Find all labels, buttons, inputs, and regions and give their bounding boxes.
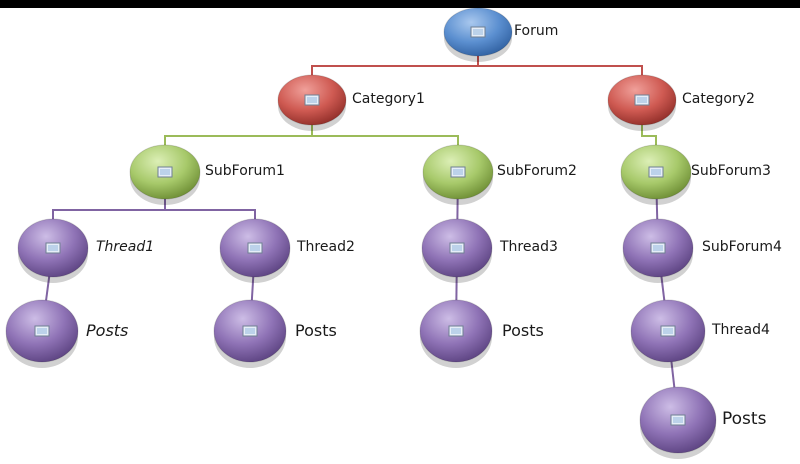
image-placeholder-icon [449,242,465,254]
image-placeholder-icon [670,414,686,426]
image-placeholder-icon [157,166,173,178]
node-forum [443,7,513,62]
image-placeholder-icon [650,242,666,254]
node-posts4 [639,386,717,459]
node-subforum3 [620,144,692,205]
node-posts3 [419,299,493,368]
node-label-posts2: Posts [295,321,337,340]
node-label-subforum3: SubForum3 [691,163,771,179]
node-label-posts4: Posts [722,409,767,429]
image-placeholder-icon [242,325,258,337]
node-thread4 [630,299,706,368]
node-label-subforum2: SubForum2 [497,163,577,179]
top-black-bar [0,0,800,8]
node-posts2 [213,299,287,368]
image-placeholder-icon [634,94,650,106]
node-posts1 [5,299,79,368]
node-label-subforum1: SubForum1 [205,163,285,179]
image-placeholder-icon [304,94,320,106]
node-label-posts1: Posts [86,321,129,340]
node-category2 [607,74,677,131]
node-subforum2 [422,144,494,205]
node-subforum4 [622,218,694,283]
node-label-thread1: Thread1 [96,239,155,255]
node-thread3 [421,218,493,283]
node-label-thread4: Thread4 [712,322,770,338]
node-label-forum: Forum [514,23,559,39]
image-placeholder-icon [34,325,50,337]
node-label-thread2: Thread2 [297,239,355,255]
node-label-category2: Category2 [682,91,755,107]
image-placeholder-icon [660,325,676,337]
node-label-thread3: Thread3 [500,239,558,255]
image-placeholder-icon [470,26,486,38]
node-category1 [277,74,347,131]
image-placeholder-icon [45,242,61,254]
image-placeholder-icon [448,325,464,337]
node-thread2 [219,218,291,283]
node-subforum1 [129,144,201,205]
image-placeholder-icon [247,242,263,254]
node-thread1 [17,218,89,283]
node-label-subforum4: SubForum4 [702,239,782,255]
node-label-category1: Category1 [352,91,425,107]
node-label-posts3: Posts [502,321,544,340]
image-placeholder-icon [648,166,664,178]
image-placeholder-icon [450,166,466,178]
